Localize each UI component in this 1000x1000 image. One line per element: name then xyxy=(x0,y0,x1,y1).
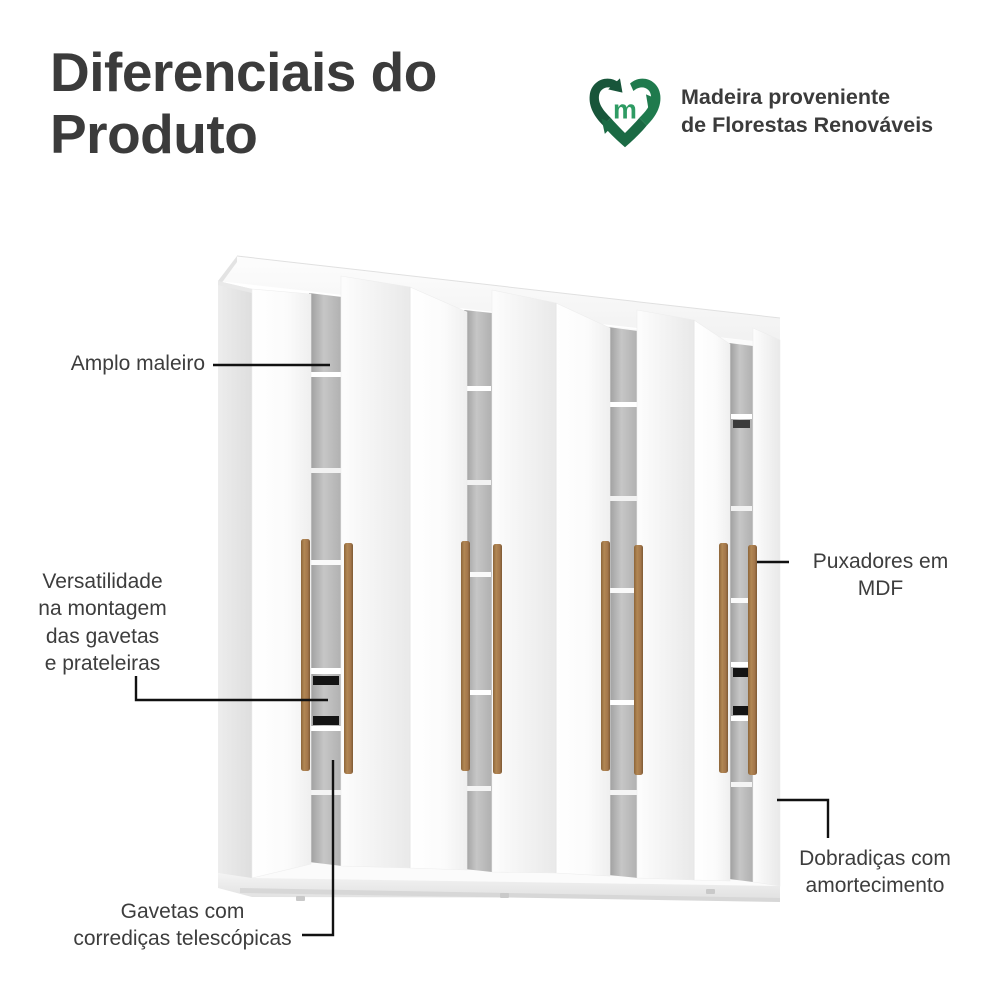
mdf-handle xyxy=(719,543,728,773)
callout-label-amplo-maleiro: Amplo maleiro xyxy=(70,352,205,375)
mdf-handle xyxy=(344,543,353,774)
drawer-slide xyxy=(733,668,750,677)
callout-label-puxadores: Puxadores em MDF xyxy=(812,550,949,601)
recycling-heart-logo-icon: m xyxy=(583,70,667,154)
callout-label-versatilidade: Versatilidade na montagem das gavetas e … xyxy=(38,570,167,675)
eco-certification-badge: m Madeira proveniente de Florestas Renov… xyxy=(583,70,933,154)
wardrobe-foot xyxy=(706,889,715,894)
mdf-handle xyxy=(301,539,310,771)
callout-label-dobradicas: Dobradiças com amortecimento xyxy=(799,847,951,898)
callout-label-gavetas: Gavetas com corrediças telescópicas xyxy=(73,900,292,951)
logo-monogram-m: m xyxy=(613,95,637,125)
wardrobe-door xyxy=(752,327,781,887)
wardrobe-door xyxy=(409,286,468,871)
drawer-slide xyxy=(313,716,339,725)
mdf-handle xyxy=(748,545,757,775)
mdf-handle xyxy=(601,541,610,771)
drawer-slide xyxy=(733,420,750,428)
wardrobe-handles xyxy=(301,539,757,775)
drawer-slide xyxy=(733,706,750,715)
drawer-slide xyxy=(313,676,339,685)
wardrobe-door xyxy=(636,309,695,881)
mdf-handle xyxy=(461,541,470,771)
eco-badge-text: Madeira proveniente de Florestas Renováv… xyxy=(681,85,934,137)
wardrobe-foot xyxy=(500,893,509,898)
mdf-handle xyxy=(634,545,643,775)
wardrobe-interior-cavities xyxy=(309,293,753,882)
page-title: Diferenciais do Produto xyxy=(50,41,437,165)
wardrobe-doors xyxy=(251,275,781,887)
mdf-handle xyxy=(493,544,502,774)
wardrobe-left-side-panel xyxy=(218,281,252,880)
